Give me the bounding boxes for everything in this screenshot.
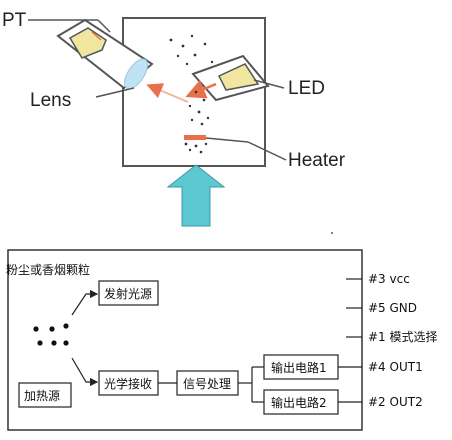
light-beam-led [185,79,217,99]
particles-label: 粉尘或香烟颗粒 [6,262,90,277]
pin-out2-label: #2 OUT2 [368,395,423,409]
emitter-box [98,280,159,306]
lens [124,58,148,90]
heater-box-label: 加热源 [24,389,60,403]
pin-gnd-label: #5 GND [368,301,417,315]
particles-to-receiver-arrow [71,357,99,387]
stray-dot [331,232,333,234]
lens-leader-line [95,87,135,98]
pin-out1-label: #4 OUT1 [368,360,423,374]
pt-assembly [56,18,154,90]
receiver-box [98,370,159,396]
pt-label: PT [2,10,27,31]
heater-label: Heater [288,150,346,171]
pin-vcc-label: #3 vcc [368,272,410,286]
led-assembly [191,54,270,102]
receiver-box-label: 光学接收 [104,376,152,391]
led-label: LED [288,78,325,99]
pt-glint [91,31,102,41]
heater-element [184,135,206,140]
pt-leader-line-2 [97,19,111,33]
emitter-box-label: 发射光源 [104,286,152,301]
heater-leader-line [205,137,249,143]
led-leader-line [253,79,285,89]
output2-box-label: 输出电路2 [271,395,327,410]
lens-label: Lens [30,90,71,111]
pin-mode-label: #1 模式选择 [368,330,438,344]
particles-to-emitter-arrow [71,289,99,316]
signal-box-label: 信号处理 [183,377,231,391]
dust-particles [169,34,214,154]
light-beam-scatter [146,83,189,103]
heater-box [18,382,72,408]
led-body [217,63,260,91]
particle-dots [33,323,69,346]
airflow-arrow [166,164,226,227]
output1-box-label: 输出电路1 [271,360,327,375]
signal-box [176,370,239,396]
heater-leader-line-2 [247,141,287,161]
